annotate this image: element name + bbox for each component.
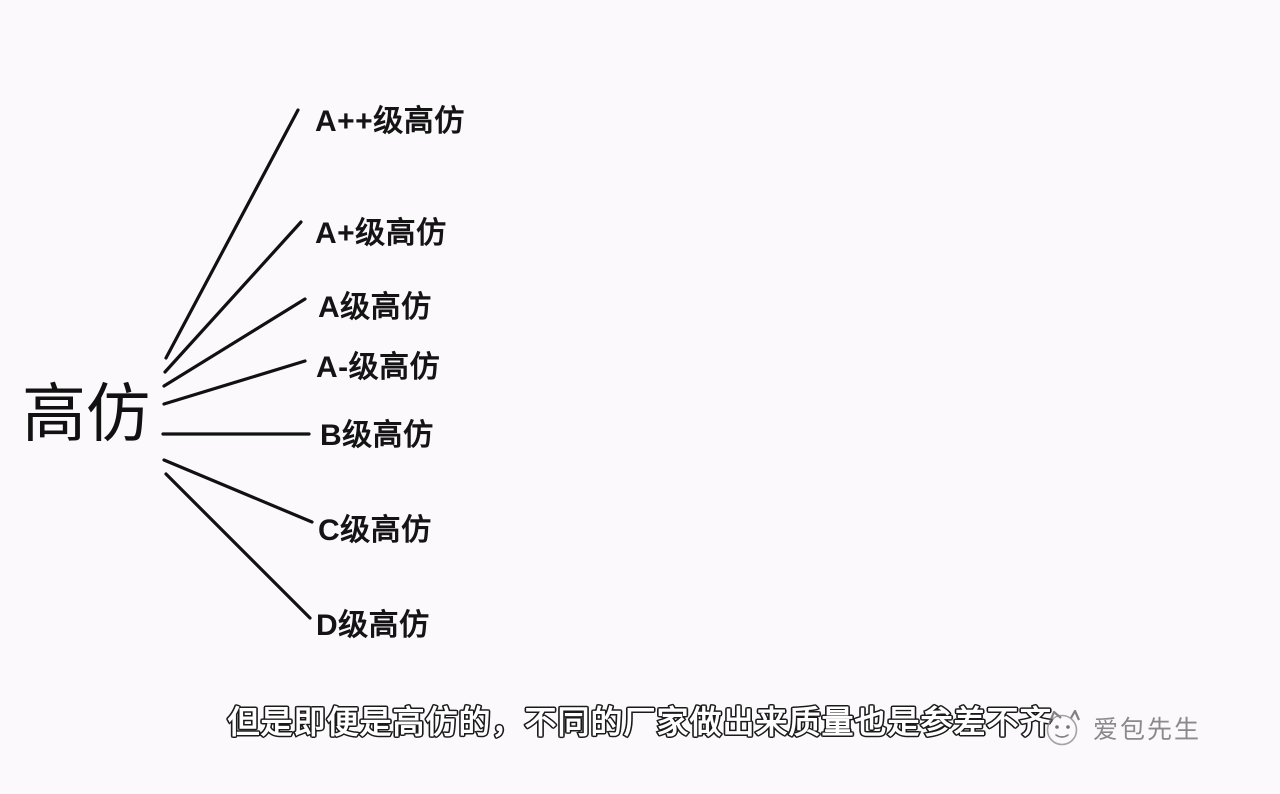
branch-label-a: A级高仿	[318, 291, 432, 324]
branch-line-d	[164, 472, 312, 620]
branch-label-a-minus: A-级高仿	[316, 351, 441, 384]
branch-label-a-plus-plus: A++级高仿	[315, 105, 465, 138]
branch-label-c: C级高仿	[318, 514, 432, 547]
branch-line-a	[162, 297, 307, 388]
branch-line-c	[162, 458, 314, 524]
watermark-label: 爱包先生	[1093, 715, 1202, 744]
cat-circle-logo-icon	[1038, 705, 1084, 751]
watermark: 爱包先生	[1038, 705, 1201, 751]
root-node-label: 高仿	[22, 378, 150, 450]
branch-line-a-plus-plus	[164, 108, 300, 360]
branch-line-a-plus	[163, 220, 303, 374]
branch-label-d: D级高仿	[316, 609, 430, 642]
branch-label-b: B级高仿	[320, 419, 434, 452]
branch-line-a-minus	[162, 359, 307, 406]
branch-label-a-plus: A+级高仿	[315, 217, 447, 250]
subtitle-caption: 但是即便是高仿的，不同的厂家做出来质量也是参差不齐	[226, 703, 1053, 741]
